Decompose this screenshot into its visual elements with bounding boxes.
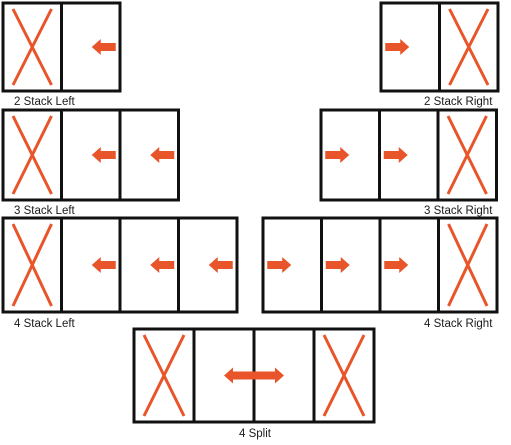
config-3-stack-right [319, 108, 498, 202]
arrow-left-icon [208, 257, 233, 273]
config-2-stack-left [1, 1, 122, 93]
fixed-panel-cross-icon [448, 8, 490, 86]
arrow-right-icon [384, 257, 409, 273]
fixed-panel-cross-icon [322, 334, 366, 417]
fixed-panel-cross-icon [446, 115, 488, 195]
label-3-stack-right: 3 Stack Right [424, 205, 493, 217]
arrow-right-icon [325, 147, 350, 163]
arrow-right-icon [385, 39, 410, 55]
arrow-right-icon [267, 257, 292, 273]
arrow-left-icon [91, 39, 116, 55]
config-3-stack-left [1, 108, 180, 202]
frame-outline [1, 108, 180, 202]
arrow-left-icon [91, 147, 116, 163]
config-4-stack-right [261, 216, 499, 314]
fixed-panel-cross-icon [11, 223, 53, 307]
config-2-stack-right [379, 1, 500, 93]
arrow-left-icon [150, 257, 175, 273]
config-4-stack-left [1, 216, 239, 314]
label-4-split: 4 Split [239, 428, 271, 440]
arrow-right-icon [383, 147, 408, 163]
label-4-stack-left: 4 Stack Left [14, 318, 75, 330]
fixed-panel-cross-icon [142, 334, 186, 417]
arrow-left-icon [150, 147, 175, 163]
label-2-stack-left: 2 Stack Left [14, 96, 75, 108]
arrow-left-icon [91, 257, 116, 273]
label-4-stack-right: 4 Stack Right [424, 318, 493, 330]
config-4-split [132, 327, 376, 424]
fixed-panel-cross-icon [11, 8, 53, 86]
arrow-right-icon [325, 257, 350, 273]
fixed-panel-cross-icon [11, 115, 53, 195]
label-3-stack-left: 3 Stack Left [14, 205, 75, 217]
split-arrow-icon [224, 367, 284, 384]
label-2-stack-right: 2 Stack Right [424, 96, 493, 108]
fixed-panel-cross-icon [447, 223, 489, 307]
